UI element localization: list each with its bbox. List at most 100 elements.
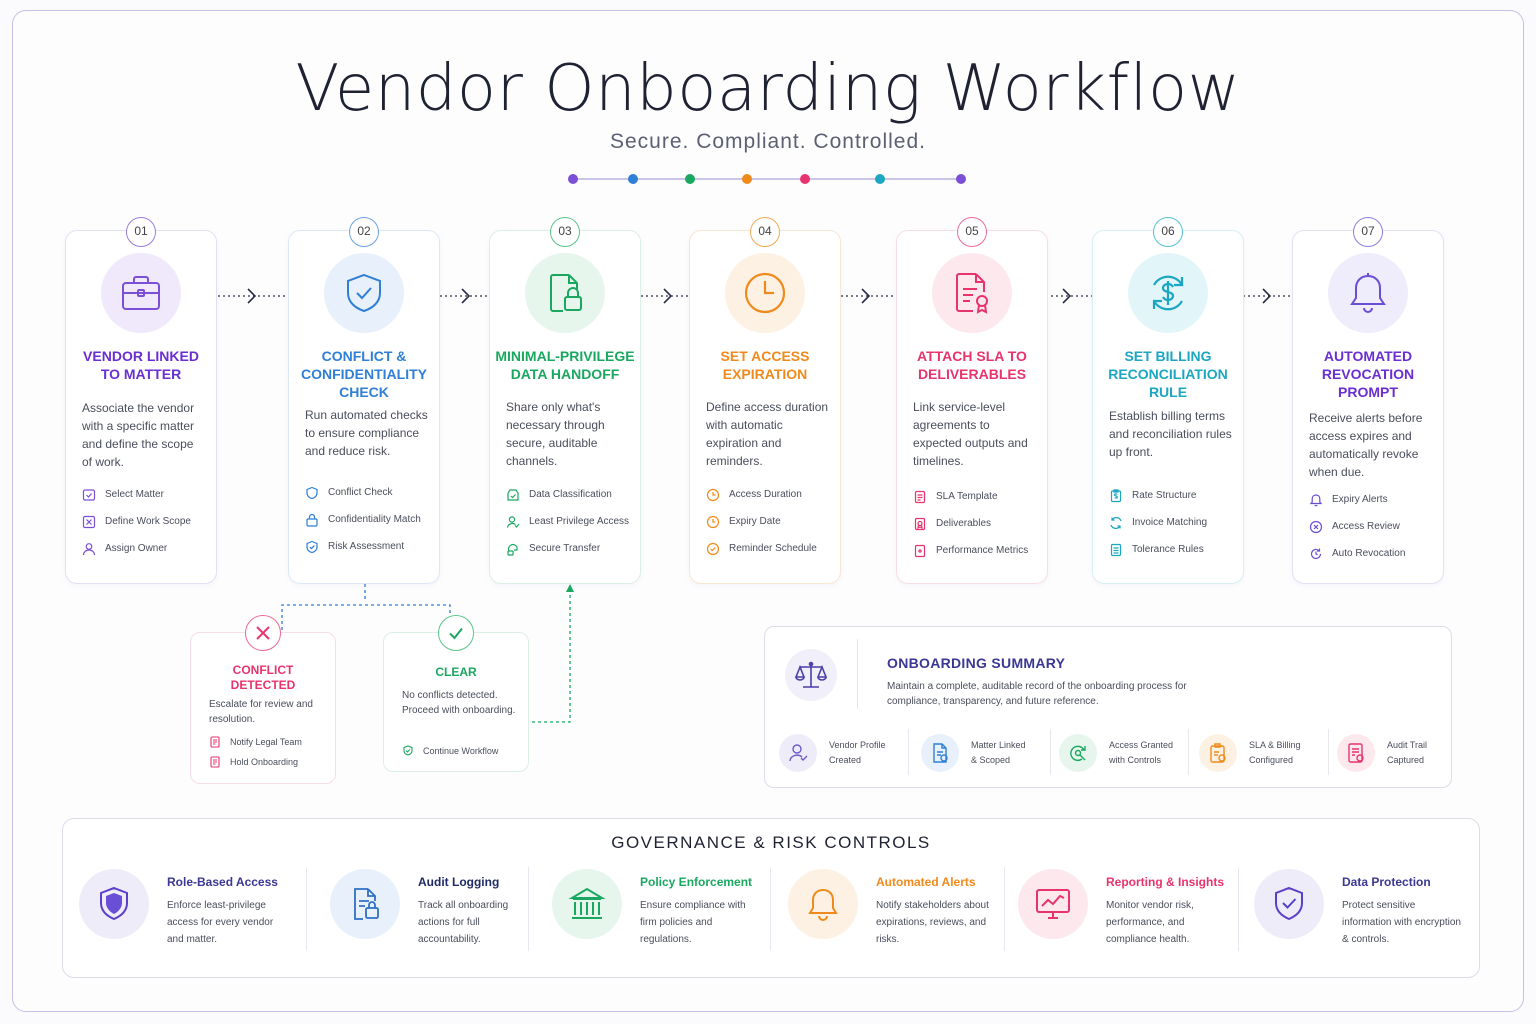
step-description: Define access duration with automatic ex… (706, 400, 829, 468)
chart-monitor-icon (1018, 869, 1088, 939)
briefcase-icon (101, 253, 181, 333)
page-subtitle: Secure. Compliant. Controlled. (610, 130, 926, 153)
governance-item-description: Enforce least-privilege access for every… (167, 900, 274, 945)
item-least-privilege-access: Least Privilege Access (506, 508, 634, 535)
step-number: 04 (750, 217, 780, 247)
governance-item-reporting-insights: Reporting & Insights Monitor vendor risk… (1004, 867, 1234, 959)
step-items: Rate Structure Invoice Matching Toleranc… (1109, 482, 1237, 563)
governance-item-audit-logging: Audit Logging Track all onboarding actio… (316, 867, 546, 959)
item-access-duration: Access Duration (706, 481, 834, 508)
step-description: Associate the vendor with a specific mat… (82, 401, 195, 469)
branch-clear-card: CLEAR No conflicts detected. Proceed wit… (383, 615, 529, 772)
audit-icon (1337, 734, 1375, 772)
building-icon (552, 869, 622, 939)
step-description: Link service-level agreements to expecte… (913, 400, 1028, 468)
governance-item-description: Ensure compliance with firm policies and… (640, 900, 746, 945)
governance-item-role-based-access: Role-Based Access Enforce least-privileg… (65, 867, 295, 959)
flow-arrow (440, 288, 488, 304)
governance-item-title: Automated Alerts (876, 875, 976, 889)
governance-item-description: Track all onboarding actions for full ac… (418, 900, 509, 945)
step-number: 03 (550, 217, 580, 247)
item-select-matter: Select Matter (82, 481, 210, 508)
step-description: Establish billing terms and reconciliati… (1109, 409, 1232, 459)
item-continue-workflow: Continue Workflow (402, 745, 498, 757)
dot (875, 174, 885, 184)
step-items: Select Matter Define Work Scope Assign O… (82, 481, 210, 562)
governance-item-title: Role-Based Access (167, 875, 278, 889)
check-circle-icon (438, 615, 474, 651)
step-description: Share only what's necessary through secu… (506, 400, 605, 468)
flow-arrow (218, 288, 286, 304)
item-reminder-schedule: Reminder Schedule (706, 535, 834, 562)
user-icon (779, 734, 817, 772)
file-lock-icon (330, 869, 400, 939)
governance-item-title: Policy Enforcement (640, 875, 753, 889)
step-number: 06 (1153, 217, 1183, 247)
item-define-work-scope: Define Work Scope (82, 508, 210, 535)
step-description: Run automated checks to ensure complianc… (305, 408, 428, 458)
dot (568, 174, 578, 184)
bell-icon (788, 869, 858, 939)
governance-item-data-protection: Data Protection Protect sensitive inform… (1240, 867, 1470, 959)
progress-dots (568, 172, 968, 186)
shield-check-icon (324, 253, 404, 333)
step-description: Receive alerts before access expires and… (1309, 411, 1423, 479)
summary-item-matter-linked: Matter Linked& Scoped (921, 727, 1051, 779)
clipboard-icon (1199, 734, 1237, 772)
bell-icon (1328, 253, 1408, 333)
item-rate-structure: Rate Structure (1109, 482, 1237, 509)
governance-item-description: Notify stakeholders about expirations, r… (876, 900, 989, 945)
flow-arrow (841, 288, 895, 304)
branch-title: CLEAR (435, 665, 477, 679)
access-icon (1059, 734, 1097, 772)
item-performance-metrics: Performance Metrics (913, 537, 1041, 564)
step-items: Data Classification Least Privilege Acce… (506, 481, 634, 562)
step-number: 07 (1353, 217, 1383, 247)
item-confidentiality-match: Confidentiality Match (305, 506, 433, 533)
step-items: SLA Template Deliverables Performance Me… (913, 483, 1041, 564)
document-award-icon (932, 253, 1012, 333)
item-invoice-matching: Invoice Matching (1109, 509, 1237, 536)
governance-item-title: Reporting & Insights (1106, 875, 1224, 889)
flow-arrow (641, 288, 689, 304)
item-deliverables: Deliverables (913, 510, 1041, 537)
item-tolerance-rules: Tolerance Rules (1109, 536, 1237, 563)
dot (742, 174, 752, 184)
governance-item-title: Data Protection (1342, 875, 1431, 889)
clock-icon (725, 253, 805, 333)
shield-check-icon (1254, 869, 1324, 939)
step-items: Expiry Alerts Access Review Auto Revocat… (1309, 486, 1437, 567)
dot (685, 174, 695, 184)
item-expiry-date: Expiry Date (706, 508, 834, 535)
document-icon (921, 734, 959, 772)
step-items: Access Duration Expiry Date Reminder Sch… (706, 481, 834, 562)
item-expiry-alerts: Expiry Alerts (1309, 486, 1437, 513)
item-secure-transfer: Secure Transfer (506, 535, 634, 562)
dot (956, 174, 966, 184)
governance-title: GOVERNANCE & RISK CONTROLS (611, 833, 931, 852)
item-sla-template: SLA Template (913, 483, 1041, 510)
governance-item-policy-enforcement: Policy Enforcement Ensure compliance wit… (538, 867, 768, 959)
summary-title: ONBOARDING SUMMARY (887, 655, 1066, 671)
item-notify-legal-team: Notify Legal Team (209, 736, 302, 748)
item-access-review: Access Review (1309, 513, 1437, 540)
item-hold-onboarding: Hold Onboarding (209, 756, 298, 768)
shield-icon (79, 869, 149, 939)
step-number: 05 (957, 217, 987, 247)
